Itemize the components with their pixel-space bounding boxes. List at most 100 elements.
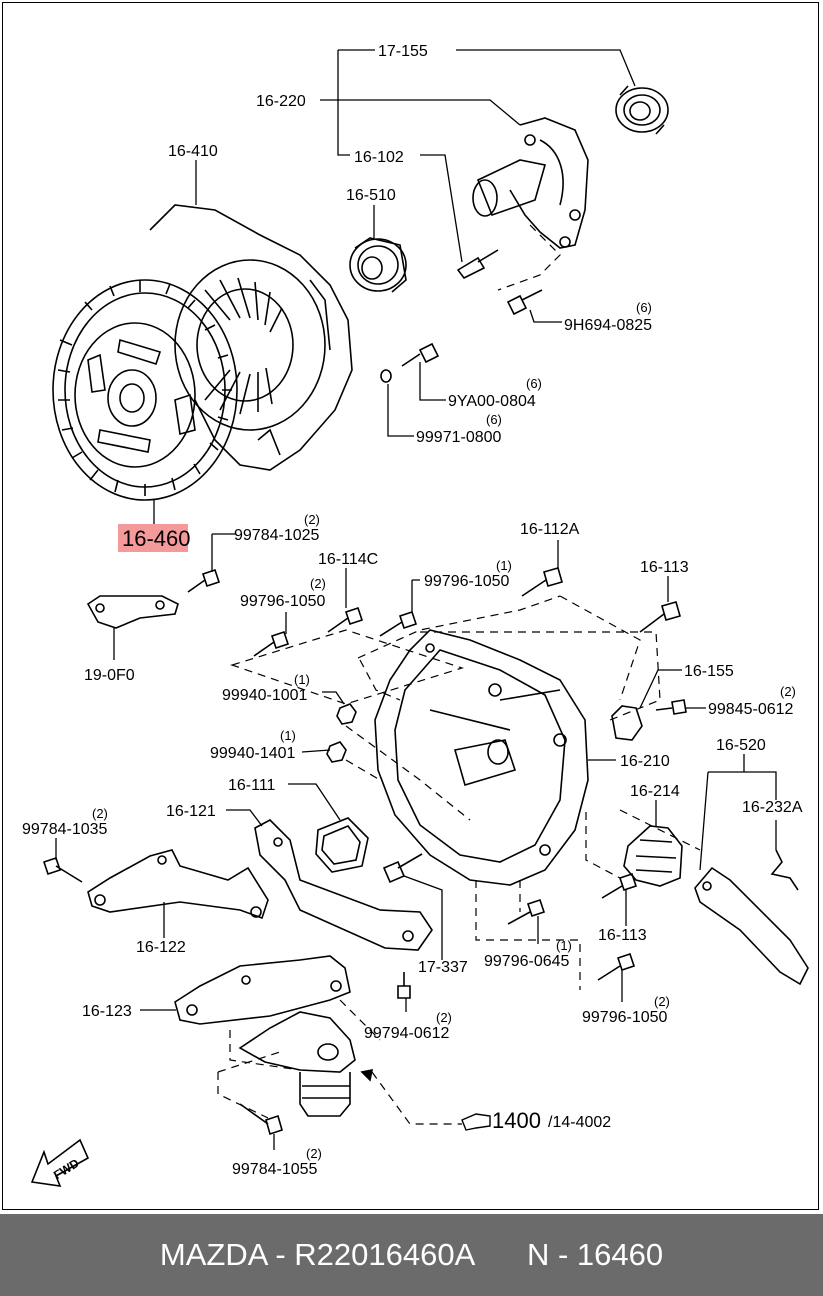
bolt-16-112a[interactable] — [521, 567, 563, 597]
highlight-16-460-box — [118, 524, 188, 552]
label-99794-0612[interactable]: 99794-0612 — [364, 1025, 450, 1042]
label-16-121[interactable]: 16-121 — [166, 803, 216, 820]
label-16-155[interactable]: 16-155 — [684, 663, 734, 680]
label-16-112a[interactable]: 16-112A — [520, 521, 580, 538]
leader-lines — [55, 49, 777, 1150]
label-99796-1050b[interactable]: 99796-1050 — [240, 593, 326, 610]
fwd-arrow-icon — [30, 1138, 90, 1187]
bolt-16-102[interactable] — [456, 249, 499, 280]
bracket-16-121[interactable] — [254, 819, 433, 951]
bolt-9ya00-0804[interactable] — [401, 342, 440, 367]
label-16-520[interactable]: 16-520 — [716, 737, 766, 754]
dust-boot-16-155[interactable] — [611, 705, 643, 741]
dashed-assembly-lines — [217, 224, 701, 1125]
arrowhead-icon — [360, 1068, 374, 1082]
part-labels: 17-155 16-220 16-102 16-410 16-510 (6) 9… — [22, 43, 803, 1182]
qty-99784-1025: (2) — [304, 512, 320, 527]
bolt-99784-1055[interactable] — [239, 1103, 283, 1136]
release-collar-16-220[interactable] — [472, 117, 589, 249]
qty-99784-1035: (2) — [92, 806, 108, 821]
footer-code: N - 16460 — [526, 1237, 664, 1272]
mount-16-214[interactable] — [623, 825, 683, 887]
label-16-113a[interactable]: 16-113 — [640, 559, 689, 576]
qty-9ya00: (6) — [526, 376, 542, 391]
bolt-99784-1035[interactable] — [42, 856, 83, 883]
label-16-122[interactable]: 16-122 — [136, 939, 186, 956]
label-17-337[interactable]: 17-337 — [418, 959, 468, 976]
washer-99971-0800[interactable] — [380, 369, 392, 383]
bolt-99845-0612[interactable] — [655, 699, 687, 715]
label-16-510[interactable]: 16-510 — [346, 187, 396, 204]
bolt-99796-1050-lower[interactable] — [597, 952, 636, 981]
label-17-155[interactable]: 17-155 — [378, 43, 428, 60]
pointing-hand-icon — [461, 1113, 491, 1131]
boot-16-111[interactable] — [315, 817, 369, 873]
label-16-460[interactable]: 16-460 — [122, 526, 191, 551]
bolt-99796-0645[interactable] — [507, 898, 546, 925]
label-16-102[interactable]: 16-102 — [354, 149, 404, 166]
spring-16-232a[interactable] — [770, 849, 799, 891]
label-16-214[interactable]: 16-214 — [630, 783, 680, 800]
bolt-99796-1050-left[interactable] — [253, 630, 290, 657]
qty-99796-1050c: (2) — [654, 994, 670, 1009]
label-9h694-0825[interactable]: 9H694-0825 — [564, 317, 652, 334]
bolt-9h694-0825[interactable] — [506, 289, 543, 316]
qty-99940-1401: (1) — [280, 728, 296, 743]
nut-99940-1001[interactable] — [336, 703, 357, 725]
bracket-16-123[interactable] — [174, 955, 351, 1025]
qty-99845: (2) — [780, 684, 796, 699]
footer-brand: MAZDA - R22016460A — [159, 1237, 476, 1272]
label-1400[interactable]: 1400 — [492, 1108, 541, 1133]
label-16-220[interactable]: 16-220 — [256, 93, 306, 110]
footer-gap — [475, 1237, 527, 1273]
label-99940-1401[interactable]: 99940-1401 — [210, 745, 296, 762]
clutch-housing-16-210[interactable] — [374, 629, 589, 886]
bearing-16-510[interactable] — [349, 237, 407, 293]
clutch-disc-16-460[interactable] — [52, 279, 238, 501]
label-19-0f0[interactable]: 19-0F0 — [84, 667, 135, 684]
label-99796-0645[interactable]: 99796-0645 — [484, 953, 570, 970]
label-16-111[interactable]: 16-111 — [228, 777, 276, 794]
diagram-frame — [2, 2, 819, 1210]
label-16-410[interactable]: 16-410 — [168, 143, 218, 160]
label-16-232a[interactable]: 16-232A — [742, 799, 803, 816]
label-16-210[interactable]: 16-210 — [620, 753, 670, 770]
label-99796-1050c[interactable]: 99796-1050 — [582, 1009, 668, 1026]
label-99784-1025[interactable]: 99784-1025 — [234, 527, 320, 544]
label-16-123[interactable]: 16-123 — [82, 1003, 132, 1020]
bolt-99794-0612[interactable] — [397, 972, 411, 999]
clutch-cover-16-410[interactable] — [149, 204, 353, 471]
label-99784-1035[interactable]: 99784-1035 — [22, 821, 108, 838]
bolt-99796-1050-upper[interactable] — [379, 610, 418, 637]
parts-diagram: 17-155 16-220 16-102 16-410 16-510 (6) 9… — [22, 43, 809, 1187]
bracket-19-0f0[interactable] — [86, 595, 179, 629]
label-99971-0800[interactable]: 99971-0800 — [416, 429, 502, 446]
label-16-114c[interactable]: 16-114C — [318, 551, 378, 568]
footer-bar: MAZDA - R22016460A N - 16460 — [0, 1214, 823, 1296]
fwd-label: FWD — [51, 1156, 82, 1183]
label-99784-1055[interactable]: 99784-1055 — [232, 1161, 318, 1178]
qty-99971: (6) — [486, 412, 502, 427]
bolt-16-114c[interactable] — [327, 606, 364, 633]
qty-99796-0645: (1) — [556, 938, 572, 953]
release-fork-16-520[interactable] — [694, 866, 809, 986]
label-99796-1050a[interactable]: 99796-1050 — [424, 573, 510, 590]
qty-99794: (2) — [436, 1010, 452, 1025]
bolt-16-113-upper[interactable] — [639, 601, 681, 633]
nut-99940-1401[interactable] — [326, 741, 347, 763]
label-16-113b[interactable]: 16-113 — [598, 927, 647, 944]
bracket-16-122[interactable] — [87, 849, 269, 920]
qty-99940-1001: (1) — [294, 672, 310, 687]
bearing-17-155[interactable] — [615, 85, 669, 135]
engine-mount-1400[interactable] — [238, 1011, 356, 1117]
qty-99796-1050a: (1) — [496, 558, 512, 573]
qty-9h694: (6) — [636, 300, 652, 315]
label-99845-0612[interactable]: 99845-0612 — [708, 701, 794, 718]
label-14-4002[interactable]: /14-4002 — [548, 1114, 611, 1131]
bolt-16-113-lower[interactable] — [601, 872, 638, 899]
qty-99784-1055: (2) — [306, 1146, 322, 1161]
bolt-99784-1025[interactable] — [187, 568, 221, 593]
label-9ya00-0804[interactable]: 9YA00-0804 — [448, 393, 536, 410]
label-99940-1001[interactable]: 99940-1001 — [222, 687, 308, 704]
bolt-17-337[interactable] — [382, 853, 423, 884]
